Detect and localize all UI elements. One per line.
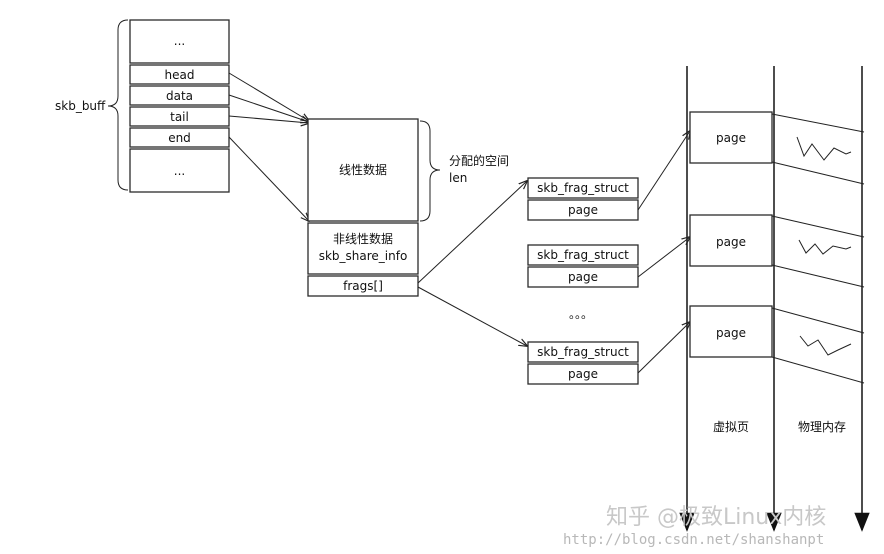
virtual-page-3-label: page: [716, 326, 746, 340]
data-pointer-arrow: [228, 94, 309, 122]
skb-pointer-arrows: [228, 72, 309, 221]
virtual-page-1-label: page: [716, 131, 746, 145]
alloc-space-brace: [419, 120, 441, 222]
squiggle-2: [798, 239, 852, 255]
virtual-page-column-label: 虚拟页: [713, 420, 749, 434]
zhihu-watermark: 知乎 @极致Linux内核: [606, 505, 826, 530]
frag-struct-2-page: page: [568, 270, 598, 284]
page-arrows: [637, 131, 690, 374]
skb-field-tail-text: tail: [170, 110, 189, 124]
csdn-url-watermark: http://blog.csdn.net/shanshanpt: [563, 532, 824, 548]
data-block-group: 线性数据 非线性数据 skb_share_info frags[] 分配的空间 …: [307, 118, 509, 297]
nonlinear-data-label: 非线性数据: [333, 231, 393, 246]
tail-pointer-arrow: [228, 115, 309, 123]
skb-buff-group: skb_buff ... head data tail end ...: [55, 19, 230, 193]
virtual-page-2-label: page: [716, 235, 746, 249]
mapping-3-bottom: [771, 356, 865, 384]
skb-field-top-ellipsis-text: ...: [174, 34, 185, 48]
skb-buff-label: skb_buff: [55, 99, 106, 113]
skb-buff-brace: [107, 19, 129, 191]
linear-data-box: [307, 118, 419, 222]
frag-struct-2-name: skb_frag_struct: [537, 248, 629, 262]
memory-axes: [679, 66, 870, 532]
skb-share-info-label: skb_share_info: [319, 249, 408, 263]
squiggle-1: [796, 136, 852, 161]
skb-field-bottom-ellipsis: [129, 148, 230, 193]
linear-data-label: 线性数据: [339, 162, 387, 177]
mapping-1-top: [771, 113, 865, 133]
virtual-page-1: [689, 111, 773, 164]
frag-ellipsis: 。。。: [569, 307, 593, 321]
frag-struct-1-name-box: [527, 177, 639, 199]
skb-field-head: [129, 64, 230, 85]
len-label: len: [449, 171, 467, 185]
frags-arrow-1: [417, 181, 527, 284]
frag-struct-3-name: skb_frag_struct: [537, 345, 629, 359]
page-arrow-3: [637, 322, 690, 374]
frags-arrow-3: [417, 286, 527, 346]
skb-field-bottom-ellipsis-text: ...: [174, 164, 185, 178]
frag-struct-3: skb_frag_struct page: [527, 341, 639, 385]
frags-arrows: [417, 181, 527, 346]
mapping-3-top: [771, 307, 865, 334]
page-arrow-2: [637, 237, 690, 278]
frag-structs-group: skb_frag_struct page skb_frag_struct pag…: [527, 177, 639, 385]
skb-field-end-text: end: [168, 131, 191, 145]
frag-struct-2-name-box: [527, 244, 639, 266]
physical-squiggles: [796, 136, 852, 356]
frags-label: frags[]: [343, 279, 383, 293]
nonlinear-data-box: [307, 222, 419, 275]
frag-struct-3-name-box: [527, 341, 639, 363]
squiggle-3: [799, 335, 852, 356]
head-pointer-arrow: [228, 72, 309, 121]
skb-field-head-text: head: [165, 68, 195, 82]
frag-struct-2: skb_frag_struct page: [527, 244, 639, 288]
skb-field-data-text: data: [166, 89, 193, 103]
alloc-space-label: 分配的空间: [449, 153, 509, 168]
physical-memory-column-label: 物理内存: [798, 420, 846, 434]
mapping-1-bottom: [771, 161, 865, 185]
frag-struct-1-page: page: [568, 203, 598, 217]
frags-box: [307, 275, 419, 297]
virtual-page-2: [689, 214, 773, 267]
mapping-lines: [771, 113, 865, 384]
end-pointer-arrow: [228, 136, 309, 221]
frag-struct-3-page-box: [527, 363, 639, 385]
virtual-pages-group: page page page: [689, 111, 773, 358]
frag-struct-1-name: skb_frag_struct: [537, 181, 629, 195]
virtual-page-3: [689, 305, 773, 358]
frag-struct-1: skb_frag_struct page: [527, 177, 639, 221]
page-arrow-1: [637, 131, 690, 211]
frag-struct-3-page: page: [568, 367, 598, 381]
mapping-2-top: [771, 215, 865, 238]
mapping-2-bottom: [771, 264, 865, 288]
skb-field-top-ellipsis: [129, 19, 230, 64]
